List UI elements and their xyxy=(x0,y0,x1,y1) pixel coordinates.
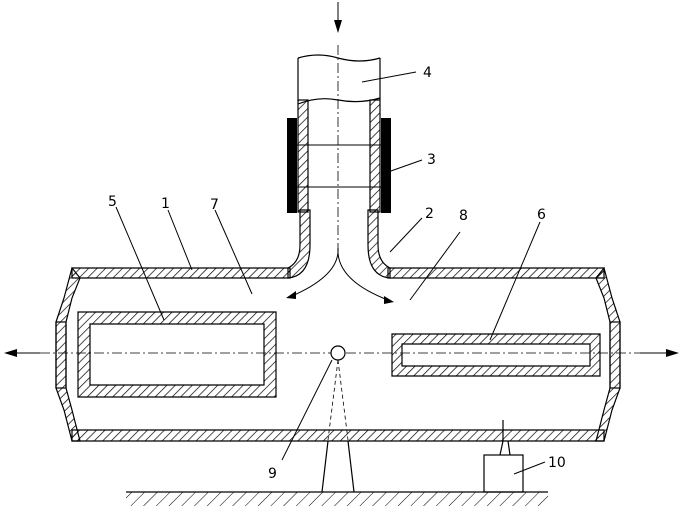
flow-arrows xyxy=(291,247,389,301)
sensor-9 xyxy=(327,345,349,441)
callout-10: 10 xyxy=(548,455,566,471)
callout-6: 6 xyxy=(537,207,546,223)
callout-5: 5 xyxy=(108,194,117,210)
callout-9: 9 xyxy=(268,466,277,482)
main-body xyxy=(71,267,605,442)
callout-3: 3 xyxy=(427,152,436,168)
callout-labels: 1 2 3 4 5 6 7 8 9 10 xyxy=(108,65,566,482)
callout-1: 1 xyxy=(161,196,170,212)
sample-holder-5 xyxy=(77,311,277,398)
clamp-band xyxy=(297,144,381,188)
sample-holder-6 xyxy=(391,333,601,377)
ground xyxy=(126,491,548,506)
clamp-3 xyxy=(287,118,391,213)
callout-4: 4 xyxy=(423,65,432,81)
branch-elbows xyxy=(287,209,391,279)
end-cap-rects xyxy=(55,321,621,389)
branch-pipe xyxy=(297,99,381,213)
center-lines xyxy=(40,45,640,354)
support-leg xyxy=(321,440,355,493)
callout-2: 2 xyxy=(425,206,434,222)
callout-8: 8 xyxy=(459,208,468,224)
callout-7: 7 xyxy=(210,197,219,213)
arrowheads xyxy=(4,20,679,357)
leader-lines xyxy=(115,71,546,475)
inlet-tube-4 xyxy=(297,54,381,105)
direction-lines xyxy=(10,2,672,354)
